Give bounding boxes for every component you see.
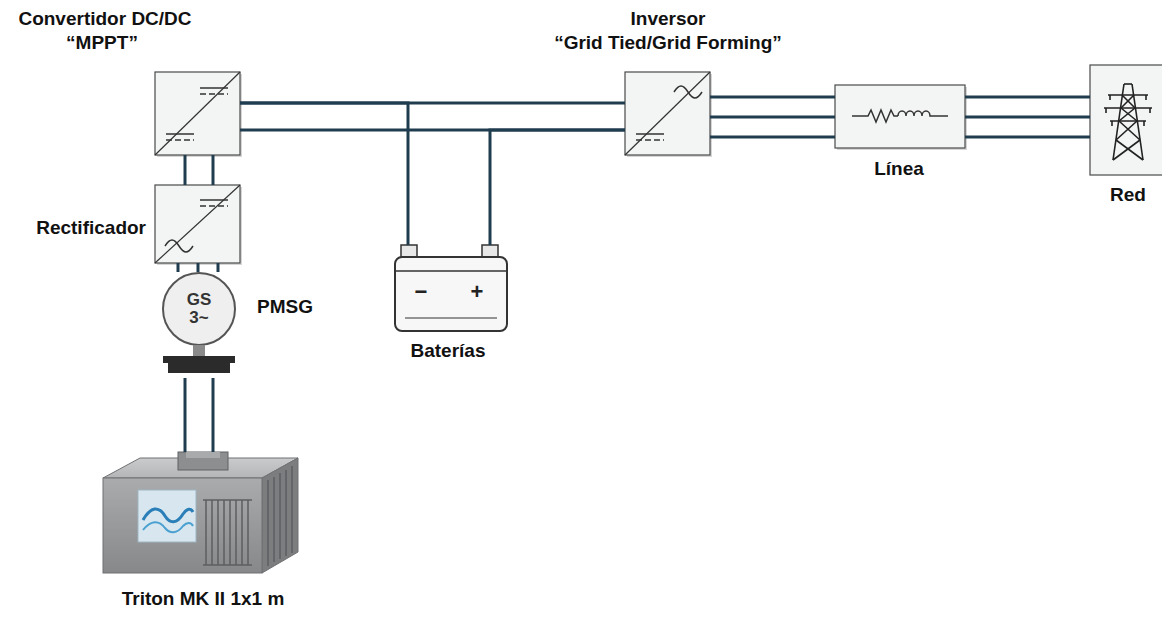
side-grille bbox=[268, 466, 292, 566]
tower-icon bbox=[1104, 84, 1152, 160]
line-symbol bbox=[835, 85, 967, 150]
generator-circle bbox=[163, 273, 235, 345]
wire-conductor bbox=[184, 155, 187, 185]
dc-symbol bbox=[200, 205, 228, 207]
wire-conductor bbox=[217, 263, 220, 272]
diagonal bbox=[625, 72, 710, 155]
battery-band bbox=[405, 317, 497, 318]
component-title: Baterías bbox=[411, 340, 486, 363]
ac-symbol bbox=[674, 86, 702, 98]
logo-wave bbox=[143, 522, 193, 532]
dc-symbol bbox=[166, 139, 194, 141]
generator-symbol bbox=[163, 273, 235, 373]
coupling bbox=[163, 356, 235, 373]
diagonal bbox=[155, 185, 240, 263]
rectifier-symbol bbox=[155, 185, 242, 265]
wire-conductor bbox=[965, 116, 1090, 119]
component-subtitle: “Grid Tied/Grid Forming” bbox=[554, 32, 782, 55]
machine-symbol: GS 3~ bbox=[187, 291, 212, 327]
power-wire bbox=[240, 103, 625, 130]
inverter-box: Inversor“Grid Tied/Grid Forming” bbox=[625, 72, 710, 155]
battery-symbol bbox=[395, 245, 507, 331]
inverter-symbol bbox=[625, 72, 712, 157]
logo-wave bbox=[143, 509, 193, 522]
power-wire bbox=[965, 97, 1090, 137]
grid-box: Red bbox=[1090, 65, 1162, 175]
component-title: Línea bbox=[874, 158, 924, 181]
power-wire bbox=[490, 130, 625, 245]
component-subtitle: “MPPT” bbox=[66, 32, 138, 55]
wire-conductor bbox=[240, 103, 408, 245]
grid-box bbox=[1090, 65, 1162, 175]
component-title: Triton MK II 1x1 m bbox=[122, 588, 285, 611]
wire-conductor bbox=[965, 136, 1090, 139]
turbine-front bbox=[103, 478, 262, 573]
converter-box bbox=[155, 72, 240, 155]
grid-symbol bbox=[1090, 65, 1162, 175]
dc-symbol bbox=[200, 93, 228, 95]
logo-panel bbox=[138, 490, 196, 542]
power-wire bbox=[185, 378, 213, 452]
power-wire bbox=[710, 97, 835, 137]
dc-symbol bbox=[636, 133, 664, 135]
dc-dc-converter: Convertidor DC/DC“MPPT” bbox=[155, 72, 240, 155]
dc-symbol bbox=[636, 139, 664, 141]
front-grille bbox=[203, 500, 252, 565]
dc-symbol bbox=[200, 87, 228, 89]
wire-conductor bbox=[177, 263, 180, 272]
component-title: Convertidor DC/DC bbox=[18, 8, 191, 31]
line-impedance-box: Línea bbox=[835, 85, 965, 148]
component-title: Rectificador bbox=[36, 217, 146, 240]
turbine-illustration: Triton MK II 1x1 m bbox=[100, 452, 305, 577]
battery-band bbox=[395, 270, 507, 272]
dc-symbol bbox=[166, 133, 194, 135]
component-title: PMSG bbox=[257, 296, 313, 319]
power-wire bbox=[185, 155, 213, 185]
generator-circle: GS 3~PMSG bbox=[162, 272, 236, 378]
gearbox bbox=[178, 452, 228, 470]
power-wire bbox=[240, 103, 408, 245]
wire-conductor bbox=[490, 130, 625, 245]
turbine-illustration bbox=[103, 452, 298, 573]
component-title: Red bbox=[1110, 184, 1146, 207]
battery-icon: −+Baterías bbox=[395, 245, 507, 331]
dc-symbol bbox=[200, 199, 228, 201]
wire-conductor bbox=[184, 378, 187, 452]
wire-conductor bbox=[212, 378, 215, 452]
gearbox-top bbox=[186, 452, 220, 458]
rectifier-box: Rectificador bbox=[155, 185, 240, 263]
power-wire bbox=[178, 263, 218, 272]
component-title: Inversor bbox=[631, 8, 706, 31]
shaft-stub bbox=[193, 345, 205, 356]
battery-body bbox=[395, 257, 507, 331]
line-box bbox=[835, 85, 965, 148]
wire-conductor bbox=[197, 263, 200, 272]
polarity-sign: − bbox=[415, 281, 428, 303]
polarity-sign: + bbox=[471, 281, 484, 303]
wire-conductor bbox=[710, 136, 835, 139]
wire-conductor bbox=[965, 96, 1090, 99]
wire-conductor bbox=[710, 116, 835, 119]
turbine-side bbox=[262, 458, 298, 573]
wire-conductor bbox=[212, 155, 215, 185]
converter-symbol bbox=[155, 72, 242, 157]
wire-conductor bbox=[710, 96, 835, 99]
rectifier-box bbox=[155, 185, 240, 263]
resistor-symbol bbox=[852, 110, 898, 122]
diagonal bbox=[155, 72, 240, 155]
inductor-symbol bbox=[898, 111, 948, 116]
inverter-box bbox=[625, 72, 710, 155]
ac-symbol bbox=[165, 240, 193, 252]
